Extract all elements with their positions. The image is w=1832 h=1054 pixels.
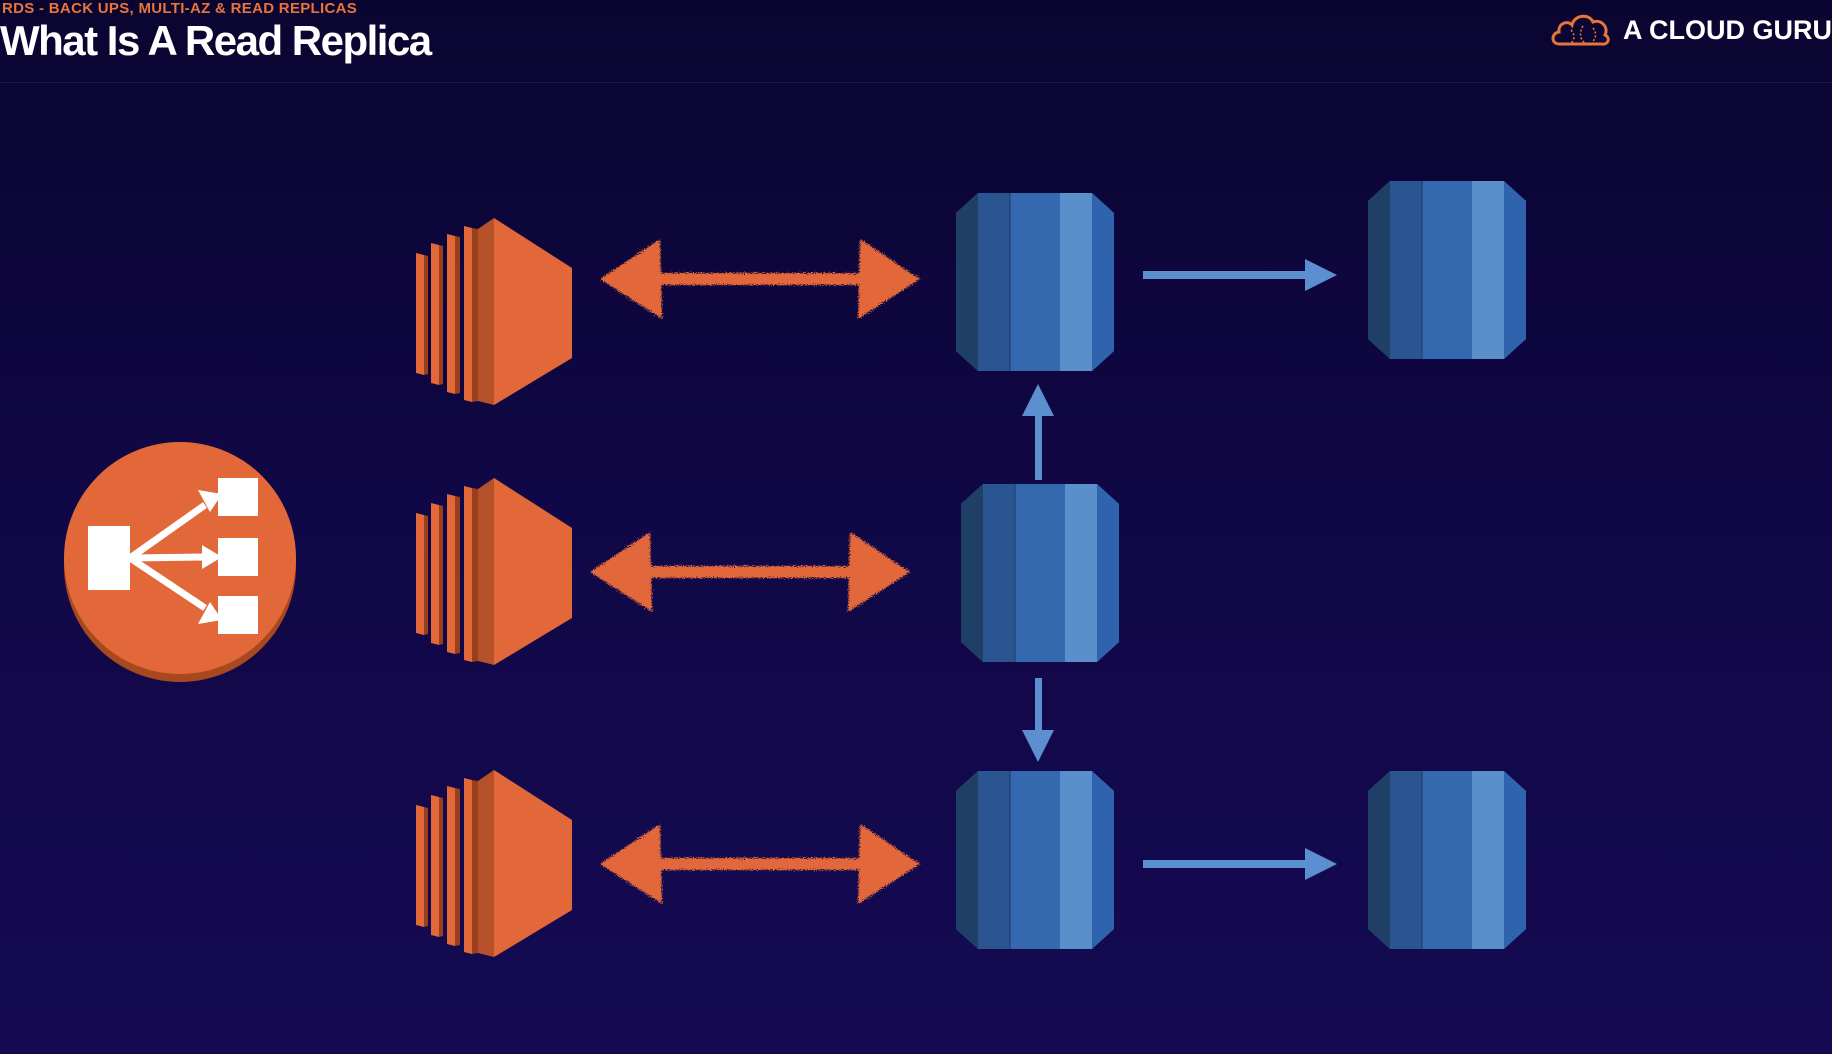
rds-replica-of-replica-icon (1367, 180, 1527, 360)
elastic-load-balancer-icon (64, 442, 296, 682)
rds-read-replica-icon (955, 770, 1115, 950)
replication-arrow-down (1022, 678, 1054, 762)
replication-arrow-right (1143, 259, 1337, 291)
bidirectional-arrow (590, 532, 910, 612)
brand-logo: A CLOUD GURU (1549, 8, 1832, 52)
ec2-instance-icon (416, 218, 572, 405)
cloud-logo-icon (1551, 14, 1610, 46)
bidirectional-arrow (600, 824, 920, 904)
rds-replica-of-replica-icon (1367, 770, 1527, 950)
rds-primary-database-icon (960, 483, 1120, 663)
replication-arrow-right (1143, 848, 1337, 880)
brand-name: A CLOUD GURU (1623, 14, 1832, 45)
bidirectional-arrow (600, 239, 920, 319)
ec2-instance-icon (416, 478, 572, 665)
ec2-instance-icon (416, 770, 572, 957)
slide-header: RDS - BACK UPS, MULTI-AZ & READ REPLICAS… (0, 0, 1832, 83)
slide-title: What Is A Read Replica (0, 17, 432, 64)
rds-read-replica-icon (955, 192, 1115, 372)
replication-arrow-up (1022, 384, 1054, 480)
section-subtitle: RDS - BACK UPS, MULTI-AZ & READ REPLICAS (2, 0, 358, 17)
